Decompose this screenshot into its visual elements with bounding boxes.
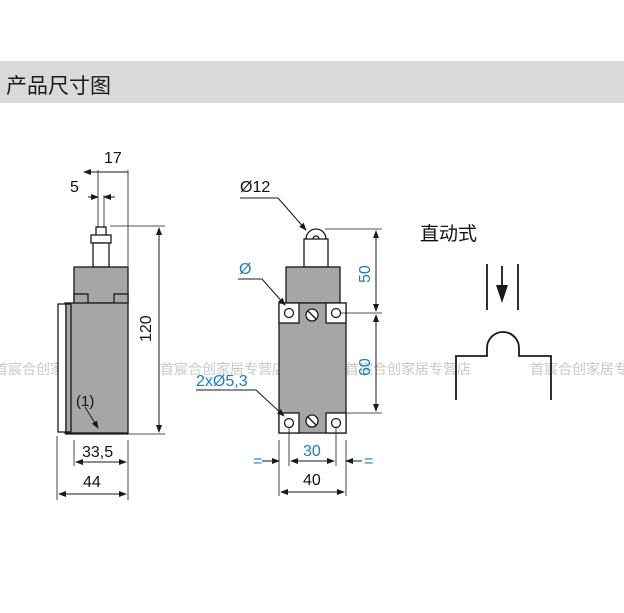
dim-roller-diameter: Ø12	[240, 179, 270, 196]
dim-upper-height: 50	[357, 265, 374, 283]
dim-hole-spacing-vertical: 60	[357, 358, 374, 376]
callout-label: (1)	[76, 393, 94, 410]
dim-width: 40	[303, 472, 321, 489]
side-view	[56, 169, 165, 500]
actuation-label: 直动式	[420, 223, 477, 245]
dim-height: 120	[138, 315, 155, 342]
plunger-symbol	[455, 264, 552, 400]
dim-top-width: 17	[104, 150, 122, 167]
dim-equal-right: =	[364, 453, 373, 470]
watermark-text: 首宸合创家居专营店	[160, 361, 286, 378]
page-title: 产品尺寸图	[6, 74, 111, 98]
dim-holes: 2xØ5,3	[196, 373, 248, 390]
dim-body-width: 33,5	[82, 444, 113, 461]
dim-hole-spacing-horizontal: 30	[303, 443, 321, 460]
dim-mount-label: Ø	[239, 261, 251, 278]
dim-overall-width: 44	[83, 474, 101, 491]
dim-equal-left: =	[253, 453, 262, 470]
watermark-text: 首宸合创家居专营店	[530, 361, 624, 378]
header-bar: 产品尺寸图	[0, 61, 624, 103]
front-view	[196, 197, 382, 496]
dim-actuator-width: 5	[70, 179, 79, 196]
